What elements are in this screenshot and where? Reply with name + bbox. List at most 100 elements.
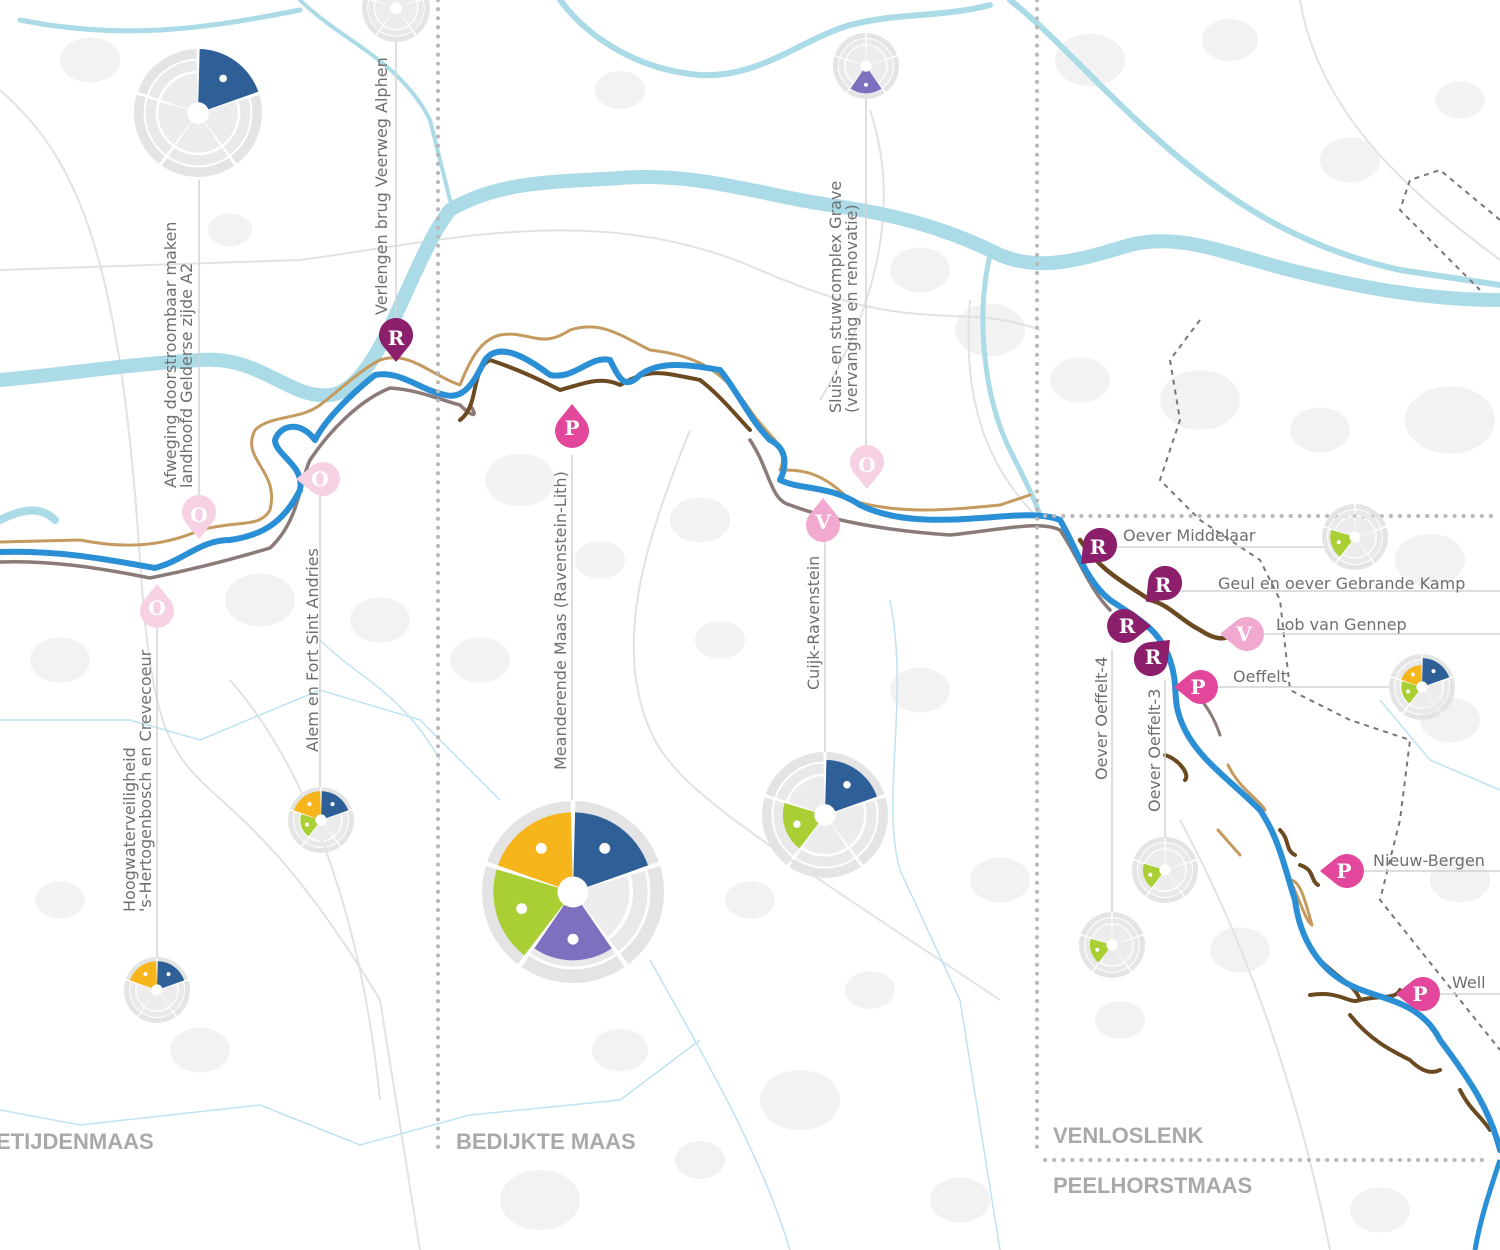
wheel-ring	[1165, 837, 1197, 861]
wheel-ring	[1153, 874, 1177, 891]
label-afweging-2: landhoofd Gelderse zijde A2	[177, 263, 196, 488]
wheel-ring	[1146, 893, 1184, 903]
water-safety-icon	[1431, 669, 1436, 674]
marker-v-cuijk[interactable]: V	[806, 498, 840, 542]
marker-p-nieuwbergen[interactable]: P	[1320, 854, 1364, 888]
wheel-ring	[1145, 849, 1165, 869]
label-oeffelt3: Oever Oeffelt-3	[1145, 689, 1164, 812]
pin-shape	[1396, 977, 1440, 1011]
marker-o-alem[interactable]: O	[296, 462, 340, 496]
pin-letter: V	[814, 510, 831, 534]
wheel-segment-water-safety-icon	[825, 759, 877, 812]
pin-letter: P	[564, 416, 579, 440]
urban-area	[675, 1141, 725, 1179]
region-peelhorstmaas: PEELHORSTMAAS	[1053, 1173, 1252, 1198]
wheel-ring	[1182, 860, 1198, 897]
pin-letter: O	[858, 453, 875, 477]
wheel-ring	[845, 60, 863, 83]
impact-wheel-oeffelt	[1389, 654, 1455, 720]
water-safety-icon	[219, 74, 227, 83]
pin-letter: R	[388, 326, 405, 350]
wheel-segment-recreation-icon	[129, 961, 157, 989]
wheel-ring	[399, 2, 418, 25]
wheel-ring	[141, 1007, 173, 1018]
urban-area	[35, 881, 85, 919]
wheel-ring	[866, 38, 892, 59]
marker-r-oeffelt3[interactable]: R	[1127, 628, 1182, 683]
urban-area	[760, 1070, 840, 1130]
wheel-ring	[850, 800, 877, 856]
wheel-ring	[1139, 842, 1165, 863]
impact-wheel-middelaar	[1322, 504, 1389, 570]
wheel-ring	[368, 0, 383, 31]
wheel-ring	[160, 73, 198, 110]
urban-area	[845, 971, 895, 1009]
urban-area	[725, 881, 775, 919]
wheel-segment-nature-icon	[493, 869, 564, 956]
marker-p-meanderende[interactable]: P	[555, 404, 589, 448]
impact-wheel-oeffelt3	[1132, 837, 1198, 903]
wheel-ring	[384, 12, 408, 30]
pin-shape	[1146, 565, 1183, 602]
marker-r-middelaar[interactable]: R	[1069, 521, 1124, 576]
wheel-segment-water-safety-icon	[573, 812, 649, 887]
marker-o-afweging[interactable]: O	[182, 495, 216, 539]
wheel-ring	[1335, 516, 1355, 536]
wheel-ring	[1343, 541, 1367, 558]
wheel-ring	[1323, 504, 1355, 528]
wheel-ring	[1410, 691, 1434, 708]
wheel-ring	[831, 803, 865, 846]
label-sluis-2: (vervanging en renovatie)	[842, 204, 861, 413]
recreation-icon	[307, 802, 312, 807]
wheel-ring	[1168, 864, 1186, 887]
wheel-ring	[1165, 842, 1191, 863]
urban-area	[930, 1177, 990, 1223]
wheel-ring	[1132, 860, 1148, 897]
pin-shape	[1081, 527, 1118, 564]
wheel-segment-recreation-icon	[293, 791, 321, 819]
wheel-ring	[334, 812, 349, 842]
wheel-ring	[309, 824, 333, 841]
urban-area	[1055, 33, 1125, 87]
marker-r-verlengen[interactable]: R	[379, 318, 413, 362]
maas-river	[0, 348, 1500, 1153]
urban-area	[1350, 1187, 1410, 1233]
impact-wheel-oeffelt4	[1079, 912, 1145, 978]
wheel-ring	[840, 38, 866, 59]
pin-shape	[1174, 670, 1218, 704]
marker-o-sluis[interactable]: O	[850, 445, 884, 489]
pin-letter: P	[1336, 859, 1351, 883]
urban-area	[1290, 407, 1350, 453]
marker-o-hoogwater[interactable]: O	[140, 584, 174, 628]
wheel-ring	[137, 49, 197, 95]
marker-p-oeffelt[interactable]: P	[1174, 670, 1218, 704]
wheel-ring	[1390, 654, 1422, 678]
pin-letter: R	[1155, 573, 1172, 597]
wheel-ring	[148, 60, 197, 99]
nature-icon	[516, 903, 528, 915]
urban-area	[30, 637, 90, 683]
urban-area	[970, 857, 1030, 903]
pin-letter: O	[311, 467, 328, 491]
wheel-ring	[1339, 554, 1371, 565]
nature-icon	[1336, 540, 1341, 545]
wheel-ring	[1092, 924, 1112, 944]
marker-r-oeffelt4[interactable]: R	[1107, 609, 1151, 643]
marker-v-gennep[interactable]: V	[1220, 617, 1264, 651]
shipping-icon	[864, 82, 868, 87]
wheel-ring	[620, 866, 664, 965]
water-safety-icon	[843, 780, 851, 789]
marker-r-gebrande[interactable]: R	[1134, 559, 1189, 614]
wheel-ring	[1425, 681, 1443, 704]
wheel-ring	[482, 866, 526, 965]
wheel-ring	[795, 849, 855, 867]
wheel-ring	[134, 94, 165, 164]
wheel-ring	[1112, 912, 1144, 936]
urban-area	[1430, 857, 1490, 903]
label-hoogwater-1: Hoogwaterveiligheid	[120, 747, 139, 912]
urban-area	[1160, 370, 1240, 430]
wheel-ring	[136, 984, 154, 1007]
marker-p-well[interactable]: P	[1396, 977, 1440, 1011]
